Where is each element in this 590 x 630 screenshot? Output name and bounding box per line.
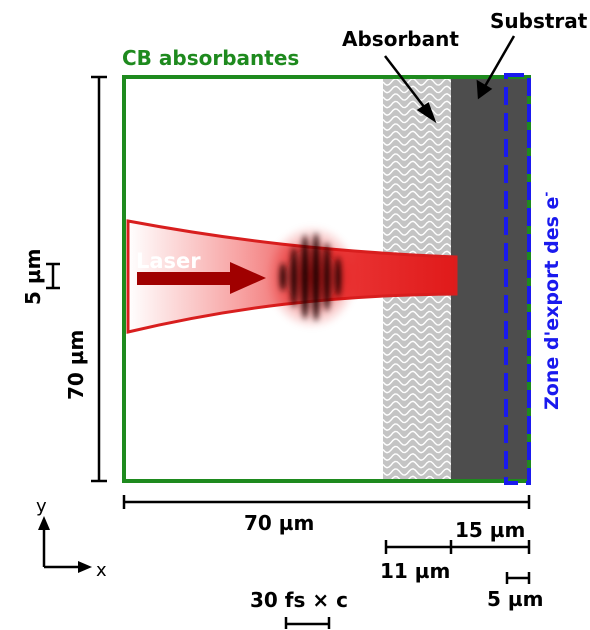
wave-line (382, 310, 452, 319)
pointer-arrows (384, 35, 516, 124)
wave-line (382, 423, 452, 431)
laser-label: Laser (136, 249, 201, 273)
height-total-label: 70 µm (64, 330, 88, 400)
wave-line (382, 220, 452, 229)
wave-line (382, 468, 452, 476)
wave-line (382, 363, 452, 371)
height-beam-label: 5 µm (21, 249, 45, 305)
cb-absorbantes-label: CB absorbantes (122, 46, 299, 70)
wave-line (382, 145, 452, 154)
wave-line (382, 318, 452, 326)
wave-line (382, 100, 452, 109)
wave-line (382, 303, 452, 311)
laser-arrow (137, 262, 266, 294)
wave-line (382, 370, 452, 379)
absorbant-label: Absorbant (342, 27, 459, 51)
axes-indicator: y x (36, 496, 107, 581)
wave-line (382, 438, 452, 446)
wave-line (382, 415, 452, 424)
wave-line (382, 130, 452, 139)
wave-line (382, 213, 452, 221)
height-dimension (91, 75, 107, 483)
svg-text:Zone d'export des e-: Zone d'export des e- (539, 192, 563, 410)
wave-line (382, 460, 452, 469)
wave-line (382, 355, 452, 364)
wave-line (382, 445, 452, 454)
wave-line (382, 385, 452, 394)
simulation-box-boundary (122, 75, 531, 483)
wave-line (382, 183, 452, 191)
wave-line (382, 198, 452, 206)
wave-line (382, 175, 452, 184)
absorbant-wave-pattern (382, 78, 452, 481)
wave-line (382, 430, 452, 439)
zone-export-label: Zone d'export des e- (539, 192, 563, 410)
export-zone-dimension (505, 572, 531, 584)
width-dimension (122, 495, 531, 509)
laser-pulse (266, 225, 358, 329)
width-total-label: 70 µm (244, 511, 314, 535)
wave-line (382, 168, 452, 176)
substrat-label: Substrat (490, 9, 588, 33)
wave-line (382, 348, 452, 356)
width-5-label: 5 µm (487, 587, 543, 611)
beam-dimension (46, 262, 60, 290)
substrat-layer (451, 77, 529, 481)
x-arrow-icon (78, 561, 92, 573)
wave-line (382, 235, 452, 244)
wave-line (382, 160, 452, 169)
layer-dimensions (384, 540, 531, 554)
pulse-scale-bar (284, 617, 331, 629)
wave-line (382, 108, 452, 116)
wave-line (382, 115, 452, 124)
wave-line (382, 378, 452, 386)
wave-line (382, 205, 452, 214)
wave-line (382, 393, 452, 401)
axis-y-label: y (36, 496, 47, 517)
pulse-duration-label: 30 fs × c (250, 588, 348, 612)
export-zone-box (504, 73, 531, 485)
wave-line (382, 190, 452, 199)
wave-line (382, 138, 452, 146)
y-arrow-icon (38, 516, 50, 530)
wave-line (382, 453, 452, 461)
wave-line (382, 243, 452, 251)
wave-line (382, 340, 452, 349)
wave-line (382, 153, 452, 161)
wave-line (382, 123, 452, 131)
wave-line (382, 228, 452, 236)
wave-line (382, 85, 452, 94)
wave-line (382, 408, 452, 416)
axis-x-label: x (96, 560, 107, 581)
wave-line (382, 400, 452, 409)
wave-line (382, 325, 452, 334)
wave-line (382, 333, 452, 341)
wave-line (382, 78, 452, 86)
width-11-label: 11 µm (380, 559, 450, 583)
width-15-label: 15 µm (455, 518, 525, 542)
